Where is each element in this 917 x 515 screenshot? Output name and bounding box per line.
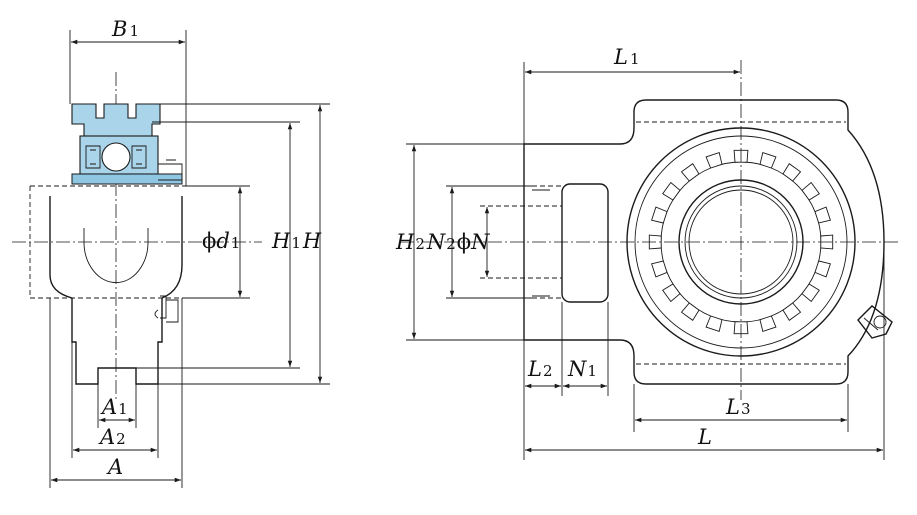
grease-nipple <box>857 305 893 339</box>
cage-tooth <box>662 181 681 201</box>
dim-label-l: L <box>697 425 712 449</box>
cage-tooth <box>759 315 777 332</box>
dim-label-l2: L2 <box>527 357 553 381</box>
cage-tooth <box>782 163 802 182</box>
cage-tooth <box>814 260 831 278</box>
dim-label-h1-h: H1H <box>271 229 322 253</box>
cage-tooth <box>759 152 777 169</box>
dim-label-h2-n2-n: H2N2ϕN <box>395 230 490 254</box>
cage-tooth <box>705 315 723 332</box>
cage-tooth <box>680 163 700 182</box>
dim-label-l3: L3 <box>725 395 751 419</box>
cage-tooth <box>801 283 820 303</box>
cage-tooth <box>651 206 668 224</box>
cage-tooth <box>651 260 668 278</box>
dim-label-d1: ϕd1 <box>202 229 240 253</box>
cage-tooth <box>705 152 723 169</box>
dim-label-a2: A2 <box>98 425 126 449</box>
dim-label-a1: A1 <box>100 395 128 419</box>
cage-teeth <box>648 149 834 335</box>
cage-tooth <box>782 302 802 321</box>
dim-label-n1: N1 <box>567 357 597 381</box>
cage-tooth <box>662 283 681 303</box>
cage-tooth <box>801 181 820 201</box>
cage-tooth <box>680 302 700 321</box>
dim-label-a: A <box>106 455 123 479</box>
cage-tooth <box>814 206 831 224</box>
